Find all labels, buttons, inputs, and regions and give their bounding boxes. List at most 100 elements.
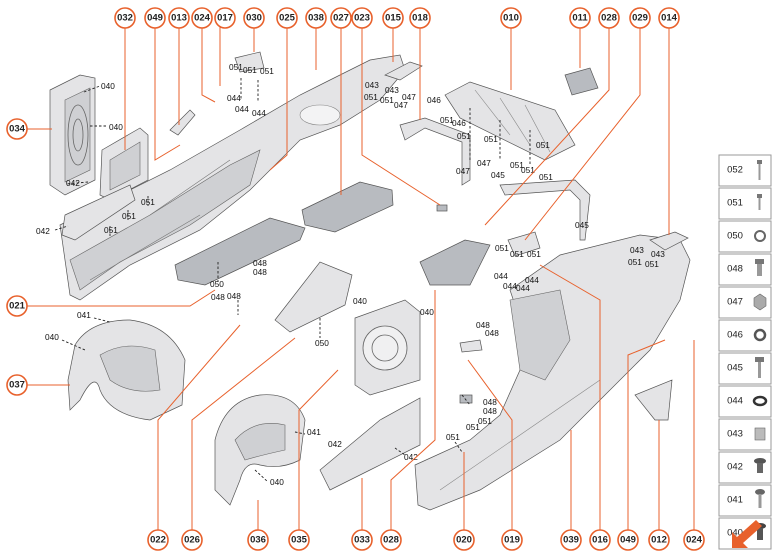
part-014-vent [649, 231, 689, 251]
svg-text:036: 036 [250, 535, 266, 546]
callout-top[interactable]: 049 [144, 7, 166, 29]
callout-top[interactable]: 029 [629, 7, 651, 29]
svg-text:049: 049 [147, 13, 163, 24]
part-label: 051 [478, 416, 492, 426]
part-label: 044 [227, 93, 241, 103]
part-label: 040 [420, 307, 434, 317]
part-label: 040 [270, 477, 284, 487]
legend-code: 040 [727, 528, 743, 539]
callout-bottom[interactable]: 016 [589, 529, 611, 551]
callout-top[interactable]: 023 [351, 7, 373, 29]
legend-row[interactable]: 045 [718, 352, 772, 385]
part-label: 051 [536, 140, 550, 150]
svg-text:022: 022 [150, 535, 166, 546]
part-023-clip [436, 204, 448, 212]
legend-row[interactable]: 040 [718, 517, 772, 550]
svg-text:015: 015 [385, 13, 402, 24]
screw-short-icon [757, 194, 762, 210]
callout-left[interactable]: 021 [6, 295, 28, 317]
part-label: 051 [628, 257, 642, 267]
callout-top[interactable]: 011 [569, 7, 591, 29]
callout-bottom[interactable]: 026 [181, 529, 203, 551]
part-label: 051 [446, 432, 460, 442]
part-018-bracket [399, 117, 471, 186]
callout-bottom[interactable]: 024 [683, 529, 705, 551]
legend-row[interactable]: 052 [718, 154, 772, 187]
callout-left[interactable]: 034 [6, 118, 28, 140]
callout-top[interactable]: 024 [191, 7, 213, 29]
legend-row[interactable]: 046 [718, 319, 772, 352]
svg-text:024: 024 [686, 535, 703, 546]
legend-row[interactable]: 051 [718, 187, 772, 220]
callout-top[interactable]: 038 [305, 7, 327, 29]
callout-bottom[interactable]: 035 [288, 529, 310, 551]
legend-row[interactable]: 043 [718, 418, 772, 451]
callouts-top: 032 049 013 024 017 030 025 038 027 023 … [114, 7, 680, 29]
callout-top[interactable]: 014 [658, 7, 680, 29]
svg-text:023: 023 [354, 13, 370, 24]
legend-row[interactable]: 047 [718, 286, 772, 319]
callout-bottom[interactable]: 033 [351, 529, 373, 551]
callout-bottom[interactable]: 019 [501, 529, 523, 551]
part-label: 051 [122, 211, 136, 221]
part-029-plate [507, 231, 541, 257]
svg-text:016: 016 [592, 535, 608, 546]
svg-text:020: 020 [456, 535, 472, 546]
part-037-wheel-liner [67, 319, 186, 421]
part-015-vent [384, 61, 423, 81]
part-028-panel [419, 239, 491, 286]
svg-text:013: 013 [171, 13, 187, 24]
part-labels-layer: 040 040 042 042 051 051 051 051 051 051 … [36, 62, 665, 487]
parts-layer [49, 51, 691, 511]
callout-top[interactable]: 018 [409, 7, 431, 29]
part-019-bracket [459, 394, 473, 404]
part-label: 042 [404, 452, 418, 462]
navigation-arrow-button[interactable] [732, 520, 762, 548]
part-label: 044 [235, 104, 249, 114]
callout-top[interactable]: 013 [168, 7, 190, 29]
part-label: 040 [45, 332, 59, 342]
part-036-wheel-liner [214, 394, 306, 506]
legend-row[interactable]: 042 [718, 451, 772, 484]
leader-lines [27, 26, 695, 535]
callout-top[interactable]: 028 [598, 7, 620, 29]
legend-row[interactable]: 044 [718, 385, 772, 418]
fastener-legend: 052 051 050 048 047 046 [718, 154, 772, 550]
washer-icon [754, 230, 766, 242]
part-label: 042 [328, 439, 342, 449]
callout-top[interactable]: 017 [214, 7, 236, 29]
legend-row[interactable]: 050 [718, 220, 772, 253]
part-013-trim [169, 109, 196, 136]
part-label: 042 [66, 178, 80, 188]
part-030-plate [234, 51, 265, 73]
callout-bottom[interactable]: 049 [617, 529, 639, 551]
callout-bottom[interactable]: 020 [453, 529, 475, 551]
legend-row[interactable]: 048 [718, 253, 772, 286]
part-label: 051 [539, 172, 553, 182]
callout-top[interactable]: 025 [276, 7, 298, 29]
part-011-plate [564, 67, 599, 96]
callout-top[interactable]: 032 [114, 7, 136, 29]
callout-top[interactable]: 010 [500, 7, 522, 29]
part-021-floor-panel [174, 217, 306, 286]
callout-top[interactable]: 027 [330, 7, 352, 29]
svg-text:011: 011 [572, 13, 588, 24]
part-label: 051 [380, 95, 394, 105]
clip-icon [754, 427, 766, 441]
callout-bottom[interactable]: 039 [560, 529, 582, 551]
legend-row[interactable]: 041 [718, 484, 772, 517]
legend-code: 050 [727, 231, 743, 242]
part-label: 050 [315, 338, 329, 348]
callout-top[interactable]: 015 [382, 7, 404, 29]
part-label: 051 [104, 225, 118, 235]
callout-top[interactable]: 030 [243, 7, 265, 29]
part-010-diffuser [444, 81, 576, 161]
callout-left[interactable]: 037 [6, 374, 28, 396]
callout-bottom[interactable]: 022 [147, 529, 169, 551]
svg-text:012: 012 [651, 535, 667, 546]
callout-bottom[interactable]: 036 [247, 529, 269, 551]
callout-bottom[interactable]: 012 [648, 529, 670, 551]
svg-text:027: 027 [333, 13, 349, 24]
legend-code: 052 [727, 165, 743, 176]
callout-bottom[interactable]: 028 [380, 529, 402, 551]
